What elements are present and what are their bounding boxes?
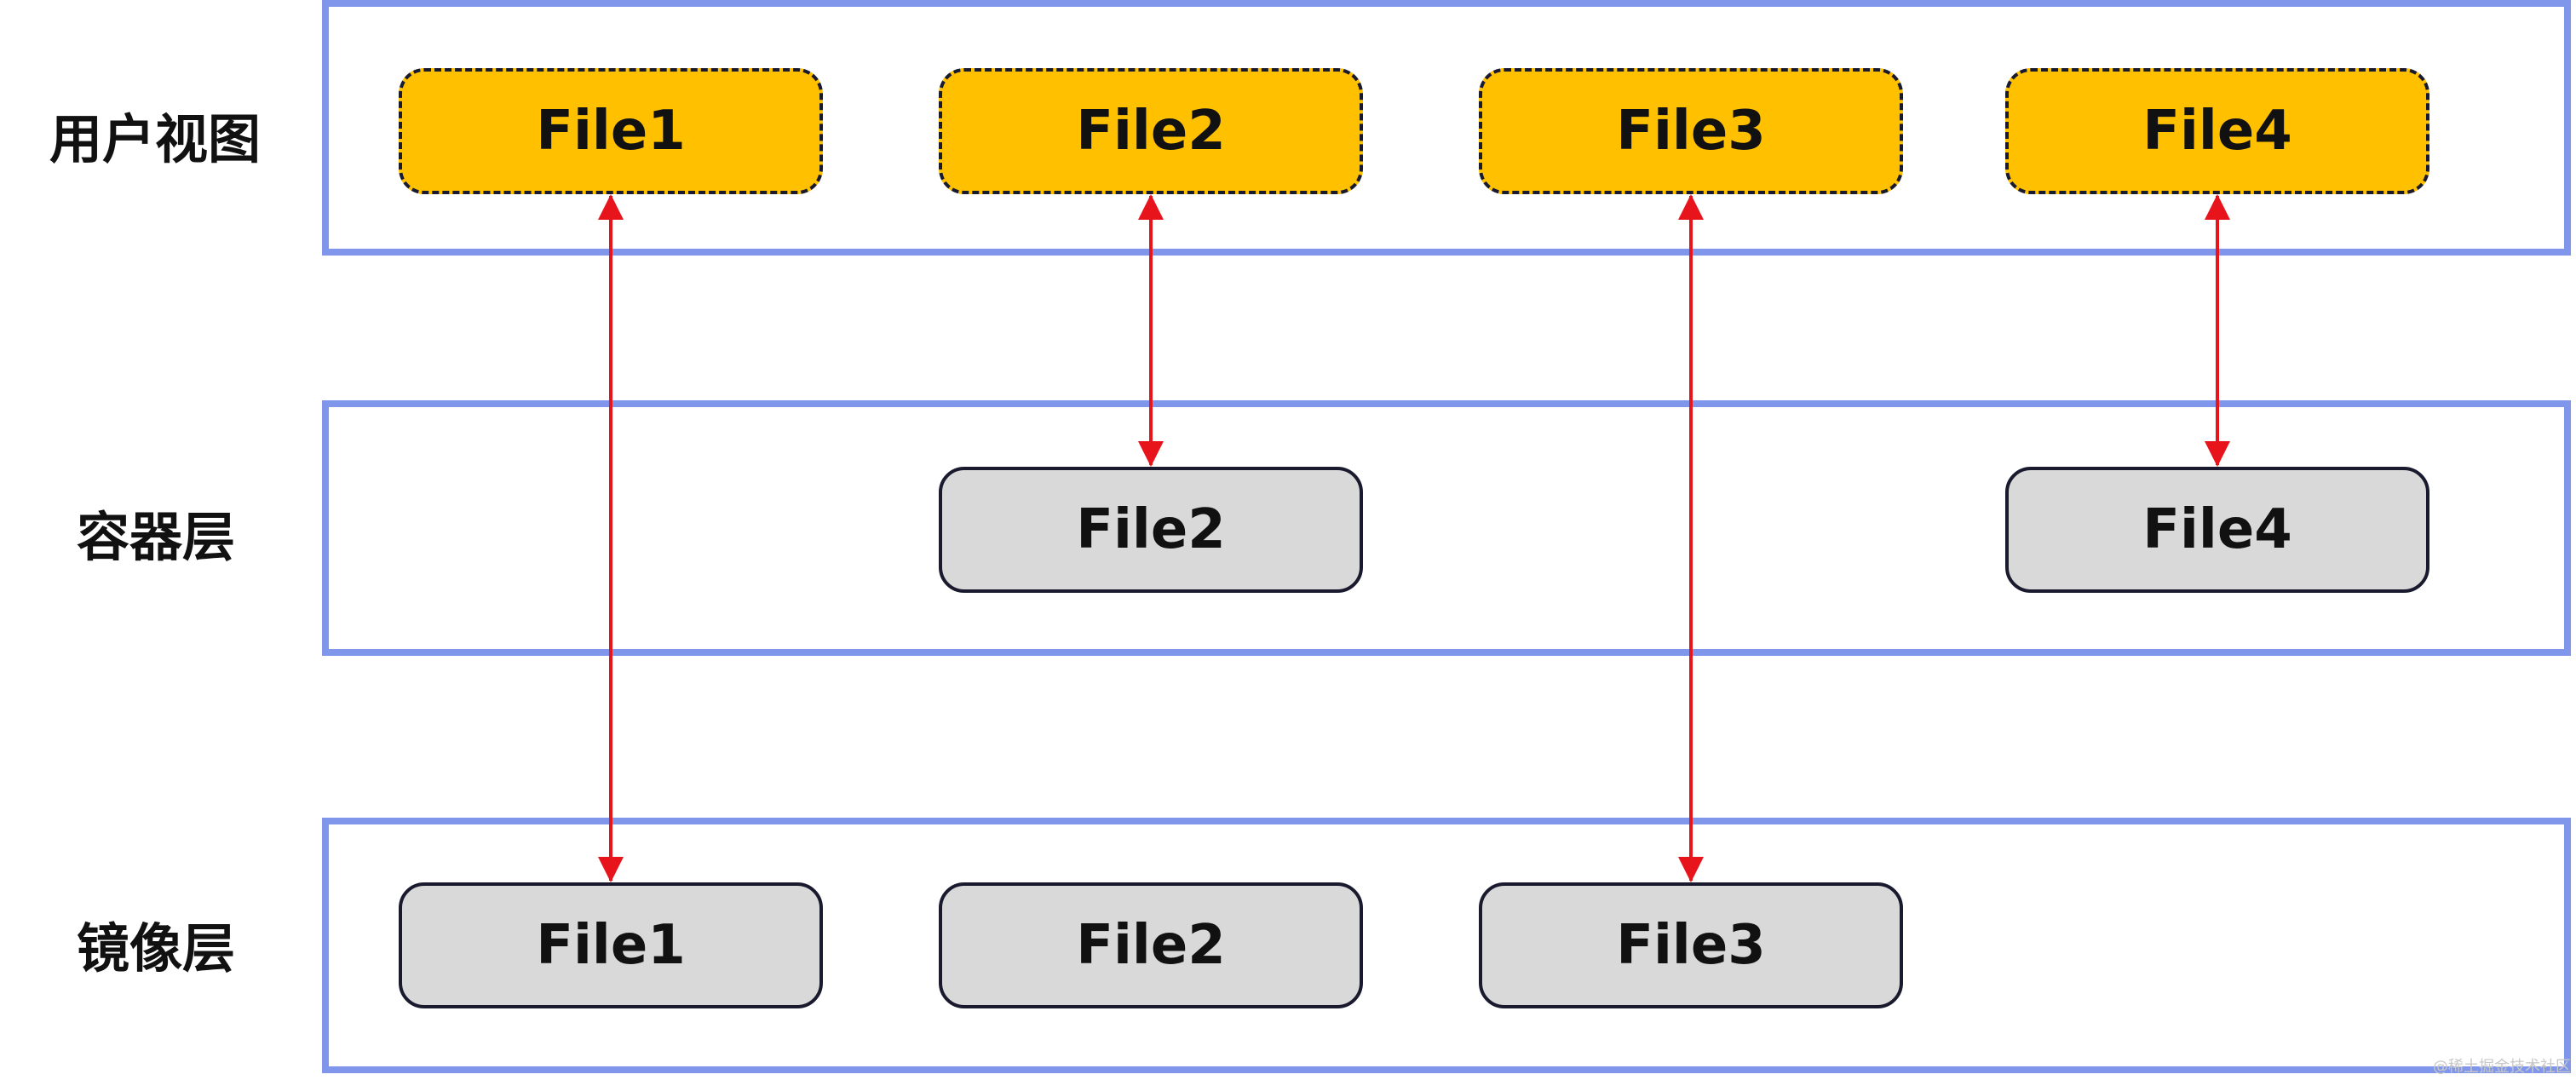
user-view-layer-label: 用户视图 xyxy=(49,108,262,170)
user-view-file-1: File1 xyxy=(399,68,823,194)
image-layer-file-3: File3 xyxy=(1479,882,1903,1008)
watermark: @稀土掘金技术社区 xyxy=(2433,1058,2571,1076)
container-layer-file-2: File2 xyxy=(939,467,1363,593)
user-view-file-4: File4 xyxy=(2005,68,2429,194)
container-layer-file-4: File4 xyxy=(2005,467,2429,593)
container-layer-label: 容器层 xyxy=(77,506,236,568)
image-layer-label: 镜像层 xyxy=(77,917,236,979)
user-view-file-2: File2 xyxy=(939,68,1363,194)
image-layer-file-2: File2 xyxy=(939,882,1363,1008)
user-view-layer-frame xyxy=(322,0,2571,256)
image-layer-file-1: File1 xyxy=(399,882,823,1008)
image-layer-frame xyxy=(322,818,2571,1073)
container-layer-frame xyxy=(322,400,2571,656)
user-view-file-3: File3 xyxy=(1479,68,1903,194)
